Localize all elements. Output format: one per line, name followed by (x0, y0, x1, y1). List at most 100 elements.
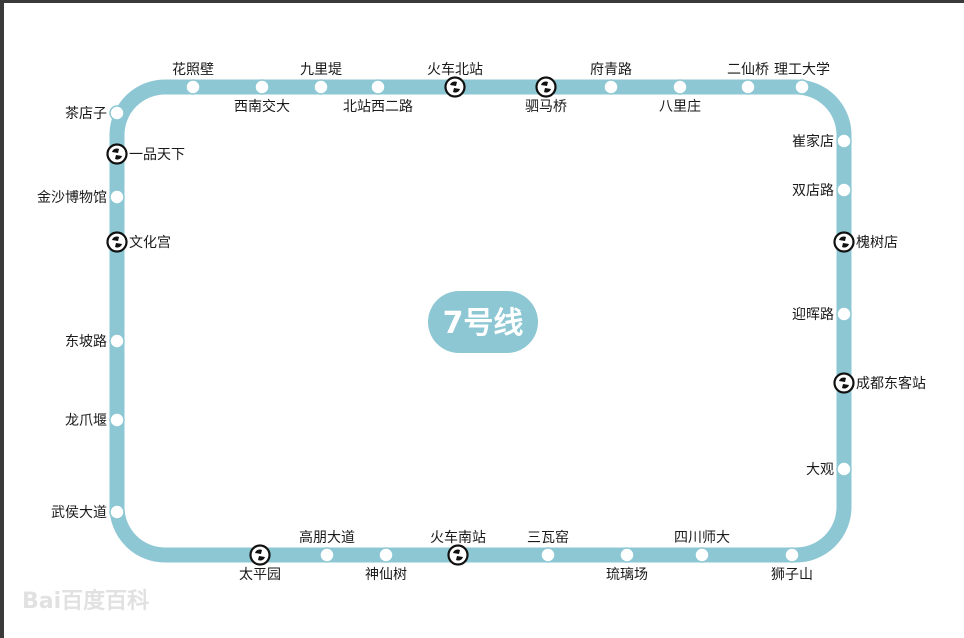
line-badge-label: 7号线 (443, 306, 524, 341)
station-label: 驷马桥 (525, 99, 567, 115)
station-dot (319, 547, 335, 563)
station-dot (254, 79, 270, 95)
transfer-arrows-icon (839, 377, 849, 389)
line-badge: 7号线 (428, 291, 538, 353)
transfer-station-icon (833, 372, 855, 394)
station-label: 金沙博物馆 (37, 189, 107, 206)
station-huochenanzhan: 火车南站 (430, 529, 486, 566)
transfer-arrows-icon (112, 148, 122, 160)
transfer-arrows-icon (450, 81, 460, 93)
station-shuangdianlu: 双店路 (792, 182, 852, 199)
transfer-station-icon (833, 231, 855, 253)
station-label: 花照壁 (172, 62, 214, 78)
station-label: 火车北站 (427, 61, 483, 78)
station-dongpolu: 东坡路 (65, 333, 125, 350)
station-daguan: 大观 (806, 461, 852, 478)
station-dot (109, 189, 125, 205)
station-label: 火车南站 (430, 529, 486, 546)
station-dot (694, 547, 710, 563)
station-xinanjiaoda: 西南交大 (234, 79, 290, 115)
station-dot (836, 133, 852, 149)
transfer-station-icon (447, 544, 469, 566)
station-dot (740, 79, 756, 95)
station-label: 成都东客站 (856, 375, 926, 392)
transfer-arrows-icon (453, 549, 463, 561)
station-cuijiadian: 崔家店 (792, 133, 852, 150)
station-dot (836, 306, 852, 322)
station-dot (109, 105, 125, 121)
station-sichuanshida: 四川师大 (674, 530, 730, 563)
station-label: 三瓦窑 (527, 529, 569, 546)
station-liulichang: 琉璃场 (606, 547, 648, 583)
station-huochebeizhan: 火车北站 (427, 61, 483, 98)
station-shizishan: 狮子山 (771, 547, 813, 583)
station-chengdudongkezhan: 成都东客站 (833, 372, 926, 394)
station-label: 槐树店 (856, 235, 898, 251)
station-dot (370, 79, 386, 95)
station-label: 文化宫 (129, 235, 171, 251)
station-dot (784, 547, 800, 563)
station-label: 东坡路 (65, 334, 107, 350)
station-label: 九里堤 (300, 62, 342, 78)
transfer-station-icon (106, 231, 128, 253)
station-jinshabowuguan: 金沙博物馆 (37, 189, 125, 206)
station-ligongdaxue: 理工大学 (774, 62, 830, 95)
station-dot (836, 461, 852, 477)
station-longzhuayan: 龙爪堰 (65, 412, 125, 429)
station-dot (109, 504, 125, 520)
station-dot (794, 79, 810, 95)
station-label: 太平园 (239, 567, 281, 583)
transfer-station-icon (535, 76, 557, 98)
station-label: 四川师大 (674, 530, 730, 546)
station-label: 一品天下 (129, 147, 185, 163)
station-label: 高朋大道 (299, 529, 355, 546)
station-simaqiao: 驷马桥 (525, 76, 567, 115)
station-label: 狮子山 (771, 567, 813, 583)
station-beizhanxierlu: 北站西二路 (343, 79, 413, 115)
station-gaopengdadao: 高朋大道 (299, 529, 355, 563)
station-shenxianshu: 神仙树 (365, 547, 407, 583)
station-label: 琉璃场 (606, 566, 648, 583)
station-jiulidi: 九里堤 (300, 62, 342, 95)
line-badge-pill (428, 291, 538, 353)
transfer-arrows-icon (541, 81, 551, 93)
station-dot (540, 547, 556, 563)
station-dot (619, 547, 635, 563)
station-fuqinglu: 府青路 (590, 62, 632, 95)
station-label: 大观 (806, 462, 834, 478)
baidu-paw-icon: Bai百度百科 (22, 588, 149, 614)
transfer-station-icon (444, 76, 466, 98)
station-dot (185, 79, 201, 95)
station-dot (672, 79, 688, 95)
station-dot (313, 79, 329, 95)
station-wuhoudadao: 武侯大道 (51, 504, 125, 521)
station-taipingyuan: 太平园 (239, 544, 281, 583)
station-dot (378, 547, 394, 563)
station-yipintianxia: 一品天下 (106, 143, 185, 165)
station-label: 理工大学 (774, 62, 830, 78)
watermark-text: Bai百度百科 (22, 588, 149, 614)
station-huaishudian: 槐树店 (833, 231, 898, 253)
transfer-arrows-icon (839, 236, 849, 248)
station-dot (109, 333, 125, 349)
transfer-station-icon (249, 544, 271, 566)
transfer-station-icon (106, 143, 128, 165)
station-wenhuagong: 文化宫 (106, 231, 171, 253)
station-label: 八里庄 (659, 98, 701, 115)
transfer-arrows-icon (255, 549, 265, 561)
station-layer: 花照壁西南交大 九里堤北站西二路火车北站驷马桥 府青路八里庄 二仙桥理工大学崔家店双店… (37, 61, 926, 583)
station-chadianzi: 茶店子 (65, 105, 125, 122)
station-label: 龙爪堰 (65, 413, 107, 429)
station-label: 西南交大 (234, 98, 290, 115)
station-huazhaobi: 花照壁 (172, 62, 214, 95)
station-erxianqiao: 二仙桥 (727, 62, 769, 95)
station-label: 崔家店 (792, 133, 834, 150)
station-balizhuang: 八里庄 (659, 79, 701, 115)
station-dot (836, 182, 852, 198)
station-dot (603, 79, 619, 95)
baidu-baike-watermark: Bai百度百科 (22, 586, 182, 614)
transfer-arrows-icon (112, 236, 122, 248)
left-frame-border (0, 0, 4, 638)
station-label: 双店路 (792, 183, 834, 199)
